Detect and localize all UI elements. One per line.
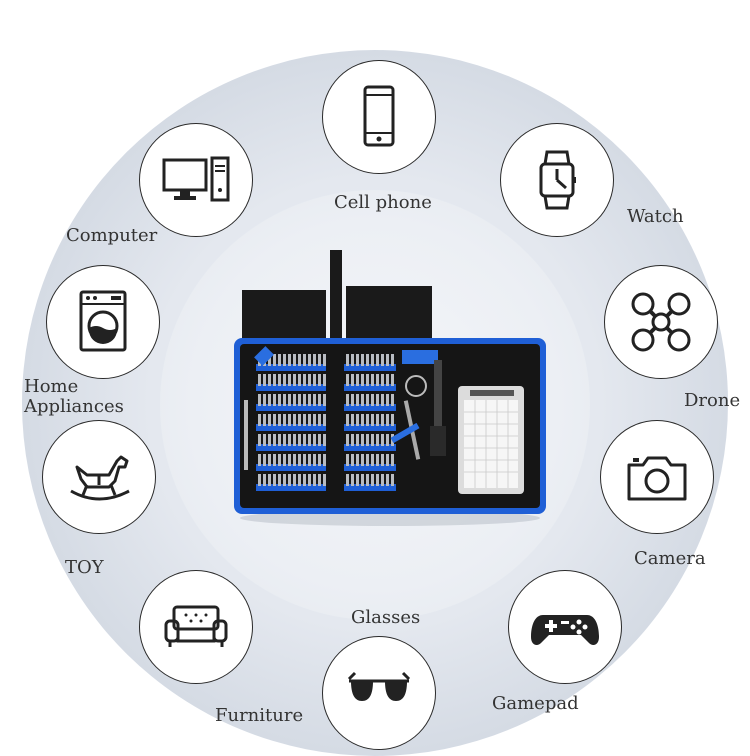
watch-bubble bbox=[500, 123, 614, 237]
cell-phone-bubble bbox=[322, 60, 436, 174]
home-appliances-label-line2: Appliances bbox=[24, 396, 124, 417]
furniture-bubble bbox=[139, 570, 253, 684]
phone-icon bbox=[363, 85, 395, 147]
drone-label: Drone bbox=[684, 390, 741, 411]
furniture-label: Furniture bbox=[215, 705, 304, 726]
drone-icon bbox=[631, 292, 691, 352]
gamepad-label: Gamepad bbox=[492, 693, 579, 714]
home-appliances-bubble bbox=[46, 265, 160, 379]
toy-label: TOY bbox=[65, 557, 104, 578]
glasses-icon bbox=[347, 671, 411, 701]
watch-label: Watch bbox=[627, 206, 684, 227]
camera-icon bbox=[627, 456, 687, 501]
glasses-bubble bbox=[322, 636, 436, 750]
rocking-horse-icon bbox=[70, 455, 130, 501]
home-appliances-label: Home Appliances bbox=[24, 377, 124, 417]
computer-label: Computer bbox=[66, 225, 158, 246]
computer-icon bbox=[162, 156, 230, 202]
home-appliances-label-line1: Home bbox=[24, 376, 79, 397]
drone-bubble bbox=[604, 265, 718, 379]
gamepad-bubble bbox=[508, 570, 622, 684]
camera-bubble bbox=[600, 420, 714, 534]
toy-bubble bbox=[42, 420, 156, 534]
gamepad-icon bbox=[531, 615, 599, 645]
watch-icon bbox=[539, 150, 576, 210]
washing-machine-icon bbox=[79, 290, 127, 352]
glasses-label: Glasses bbox=[351, 607, 421, 628]
camera-label: Camera bbox=[634, 548, 706, 569]
tool-kit-image bbox=[234, 250, 546, 526]
cell-phone-label: Cell phone bbox=[334, 192, 432, 213]
sofa-icon bbox=[164, 605, 228, 647]
computer-bubble bbox=[139, 123, 253, 237]
